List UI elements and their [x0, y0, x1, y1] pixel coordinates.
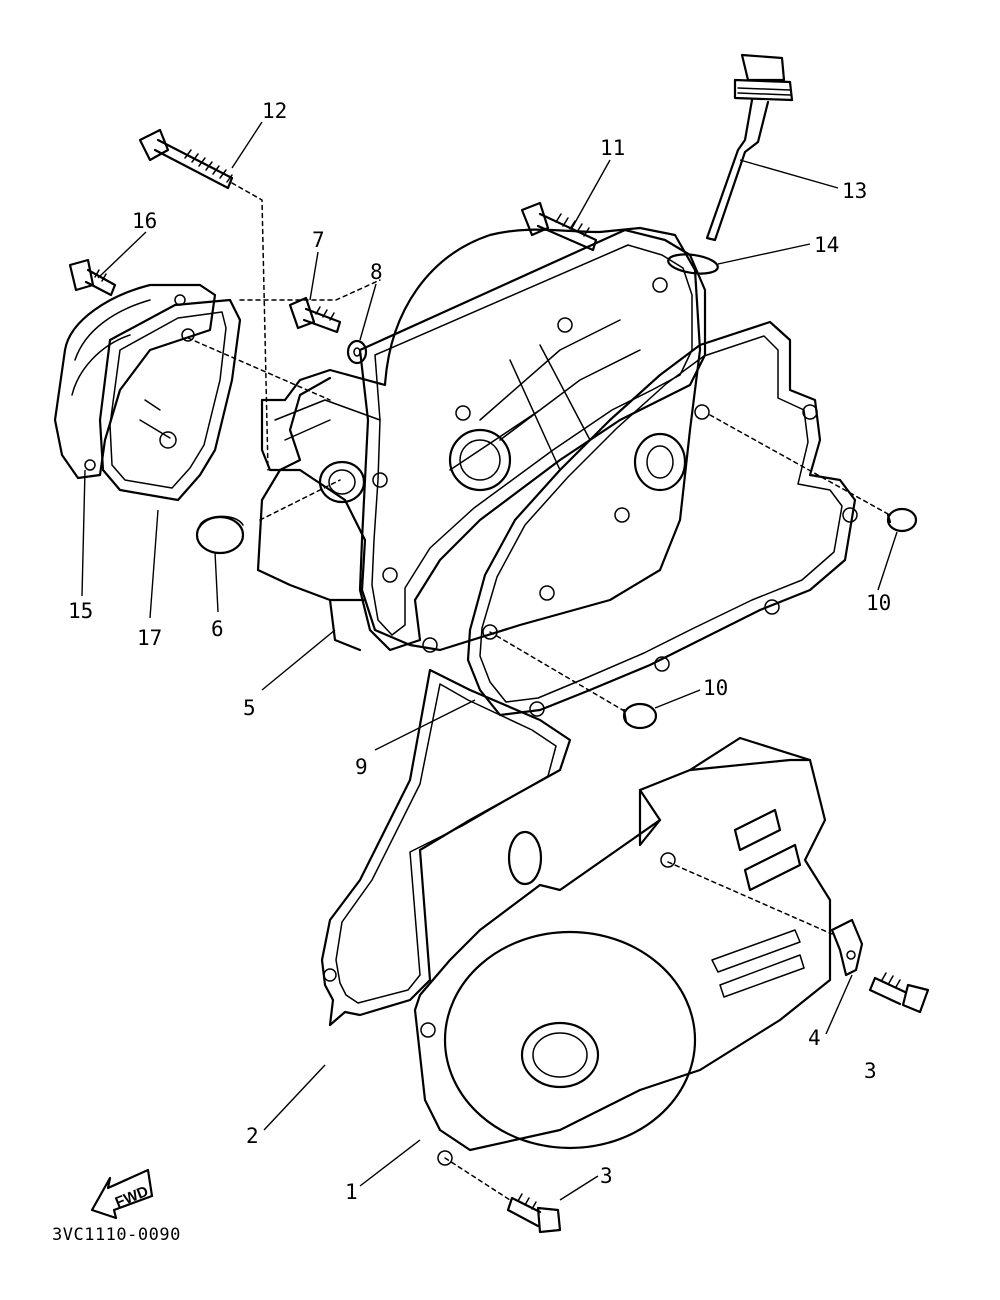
callout-15: 15	[68, 599, 93, 623]
callout-10-lower: 10	[703, 676, 728, 700]
part-3-screw-right	[868, 972, 930, 1014]
callout-6: 6	[211, 617, 224, 641]
callout-13: 13	[842, 179, 867, 203]
part-3-screw-bottom	[506, 1193, 562, 1234]
part-10-dowel-pin-lower	[622, 702, 658, 730]
callout-1: 1	[345, 1180, 358, 1204]
part-17-gasket	[98, 298, 242, 502]
callout-5: 5	[243, 696, 256, 720]
callout-2: 2	[246, 1124, 259, 1148]
part-5-crankcase-cover	[256, 226, 707, 653]
part-11-bolt	[520, 201, 598, 252]
callout-9: 9	[355, 755, 368, 779]
part-10-dowel-pin-upper	[886, 507, 918, 533]
part-1-main-cover	[413, 736, 832, 1166]
part-8-washer	[346, 339, 368, 365]
fwd-arrow-icon: FWD	[90, 1168, 154, 1220]
part-2-gasket	[320, 668, 572, 1027]
callout-16: 16	[132, 209, 157, 233]
part-16-bolt	[68, 258, 117, 297]
callout-7: 7	[312, 228, 325, 252]
callout-labels: 12 11 13 14 7 8 16 15 17 6 5 9 10 10 2 1…	[68, 99, 891, 1204]
leader-lines	[81, 121, 898, 1201]
callout-4: 4	[808, 1026, 821, 1050]
part-12-bolt	[138, 128, 234, 190]
part-15-small-cover	[53, 283, 217, 480]
callout-3-bottom: 3	[600, 1164, 613, 1188]
part-6-plug	[195, 515, 245, 555]
part-9-gasket	[466, 320, 858, 717]
callout-11: 11	[600, 136, 625, 160]
callout-12: 12	[262, 99, 287, 123]
callout-8: 8	[370, 260, 383, 284]
catalog-code: 3VC1110-0090	[52, 1225, 181, 1245]
fwd-label: FWD	[113, 1183, 151, 1212]
part-4-clip	[830, 918, 864, 977]
part-14-o-ring	[667, 253, 719, 275]
part-13-dipstick	[705, 53, 794, 242]
callout-10-upper: 10	[866, 591, 891, 615]
part-7-bolt	[288, 296, 342, 334]
callout-14: 14	[814, 233, 839, 257]
callout-3-right: 3	[864, 1059, 877, 1083]
callout-17: 17	[137, 626, 162, 650]
